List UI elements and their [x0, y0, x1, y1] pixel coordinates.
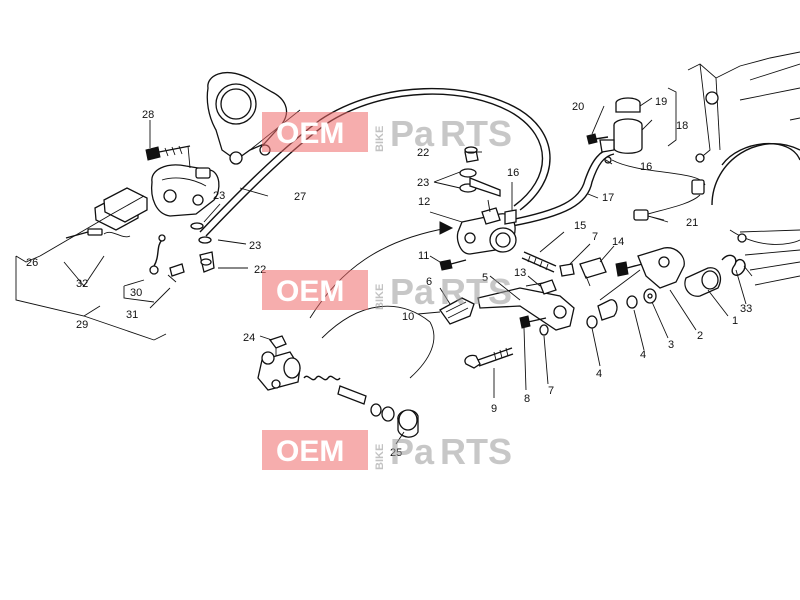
callout-5: 5: [482, 272, 488, 284]
callout-28: 28: [142, 109, 154, 121]
nut-7-top: [559, 263, 575, 277]
watermark-oem-text: OEM: [276, 435, 344, 468]
callout-17: 17: [602, 192, 614, 204]
callout-15: 15: [574, 220, 586, 232]
callout-7a: 7: [592, 231, 598, 243]
callout-7b: 7: [548, 385, 554, 397]
callout-30: 30: [130, 287, 142, 299]
callout-16a: 16: [507, 167, 519, 179]
switch-wire-21: [611, 159, 706, 223]
clevis-14: [579, 257, 607, 287]
watermark-oem-text: OEM: [276, 275, 344, 308]
master-cylinder-12: [456, 199, 517, 255]
bolt-13: [539, 279, 557, 295]
watermark-rts-text: RTS: [440, 113, 512, 154]
callout-23c: 23: [249, 240, 261, 252]
bushing-1: [684, 267, 722, 297]
callout-18: 18: [676, 120, 688, 132]
watermark-bike-text: BIKE: [374, 444, 386, 470]
callout-19: 19: [655, 96, 667, 108]
callout-labels: 1 2 3 4 4 5 6 7 7 8 9 10 11 12 13 14 15 …: [26, 96, 752, 459]
bolt-20: [586, 133, 609, 145]
pedal-pad-6-10: [439, 297, 475, 325]
callout-23b: 23: [213, 190, 225, 202]
watermark-bike-text: BIKE: [374, 284, 386, 310]
bushing-pedal: [597, 299, 618, 321]
pivot-bolt-9: [464, 347, 514, 369]
caliper-body: [150, 164, 220, 217]
watermark-bottom: OEM BIKE Pa RTS: [262, 430, 512, 472]
bolt-28: [145, 145, 191, 161]
boot-25: [397, 409, 419, 438]
callout-29: 29: [76, 319, 88, 331]
callout-14: 14: [612, 236, 624, 248]
callout-8: 8: [524, 393, 530, 405]
callout-16b: 16: [640, 161, 652, 173]
banjo-bolt-22-23-left: [190, 222, 215, 273]
watermark-pa-text: Pa: [390, 113, 435, 154]
watermark-bike-text: BIKE: [374, 126, 386, 152]
arm-2: [599, 247, 685, 301]
callout-6: 6: [426, 276, 432, 288]
callout-20: 20: [572, 101, 584, 113]
hose-17: [509, 147, 615, 227]
spring-33: [721, 254, 753, 277]
callout-21: 21: [686, 217, 698, 229]
watermark-oem-text: OEM: [276, 117, 344, 150]
callout-33: 33: [740, 303, 752, 315]
watermark-pa-text: Pa: [390, 271, 435, 312]
rear-master-cylinder: [257, 335, 301, 391]
callout-32: 32: [76, 278, 88, 290]
fitting-22-top: [464, 146, 479, 163]
callout-12: 12: [418, 196, 430, 208]
group-brackets: [15, 195, 171, 341]
callout-24: 24: [243, 332, 255, 344]
fluid-reservoir: [599, 97, 643, 164]
brake-pads-32: [94, 187, 148, 231]
callout-9: 9: [491, 403, 497, 415]
rod-15: [521, 251, 557, 273]
bolt-11: [439, 259, 467, 271]
callout-25: 25: [390, 447, 402, 459]
fitting-16-left: [504, 209, 517, 225]
small-parts-30-31: [149, 234, 185, 283]
callout-26: 26: [26, 257, 38, 269]
callout-1: 1: [732, 315, 738, 327]
watermark-middle: OEM BIKE Pa RTS: [262, 270, 512, 312]
watermark-top: OEM BIKE Pa RTS: [262, 112, 512, 154]
spring-and-piston: [303, 375, 395, 422]
callout-22a: 22: [417, 147, 429, 159]
callout-11: 11: [418, 250, 429, 262]
watermark-rts-text: RTS: [440, 431, 512, 472]
watermark-rts-text: RTS: [440, 271, 512, 312]
washers-23-top: [459, 168, 501, 197]
pad-pin: [65, 228, 131, 239]
callout-27: 27: [294, 191, 306, 203]
callout-2: 2: [697, 330, 703, 342]
engine-case-outline: [687, 51, 800, 286]
bolt-8-7: [519, 315, 549, 336]
callout-4b: 4: [596, 368, 602, 380]
washers-4-3: [586, 288, 657, 329]
leader-lines: [149, 87, 747, 445]
callout-3: 3: [668, 339, 674, 351]
callout-4a: 4: [640, 349, 646, 361]
watermark-pa-text: Pa: [390, 431, 435, 472]
callout-23a: 23: [417, 177, 429, 189]
callout-31: 31: [126, 309, 138, 321]
callout-10: 10: [402, 311, 414, 323]
brake-hose-27: [199, 87, 551, 237]
callout-13: 13: [514, 267, 526, 279]
